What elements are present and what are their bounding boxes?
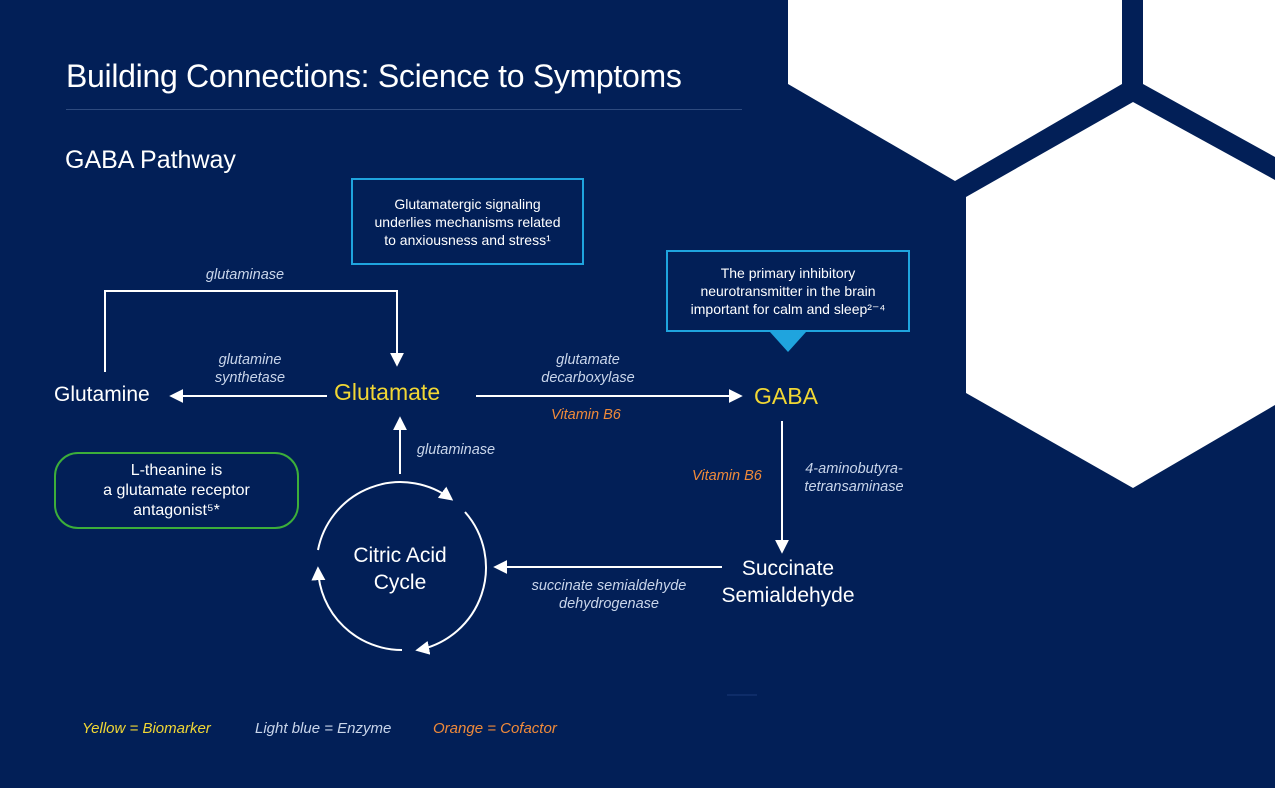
legend-enzyme: Light blue = Enzyme (255, 720, 392, 737)
enzyme-glutamate-decarboxylase: glutamate decarboxylase (541, 352, 635, 386)
page-title: Building Connections: Science to Symptom… (66, 58, 682, 94)
glutaminase-loop-arrow (104, 290, 404, 372)
node-citric-acid-cycle: Citric Acid Cycle (353, 544, 447, 594)
enzyme-glutaminase-bottom: glutaminase (416, 442, 496, 458)
node-glutamine: Glutamine (54, 383, 150, 406)
callout-glutamatergic-text: Glutamatergic signaling underlies mechan… (374, 195, 561, 248)
enzyme-gaba-transaminase: 4-aminobutyra- tetransaminase (804, 461, 904, 495)
title-divider (66, 109, 742, 110)
cofactor-vitamin-b6-decarboxylase: Vitamin B6 (551, 407, 621, 423)
callout-theanine: L-theanine is a glutamate receptor antag… (54, 452, 299, 529)
pathway-subtitle: GABA Pathway (65, 146, 236, 174)
callout-theanine-text: L-theanine is a glutamate receptor antag… (103, 461, 250, 519)
node-succinate-semialdehyde: Succinate Semialdehyde (721, 557, 855, 607)
cycle-arc-bottom (311, 566, 403, 651)
callout-gaba-inhibitory: The primary inhibitory neurotransmitter … (666, 250, 910, 332)
node-gaba: GABA (754, 383, 818, 409)
callout-gaba-inhibitory-text: The primary inhibitory neurotransmitter … (690, 265, 886, 317)
enzyme-glutaminase-top: glutaminase (205, 267, 285, 283)
callout-pointer (770, 332, 806, 352)
cycle-arc-top (317, 481, 454, 551)
callout-glutamatergic: Glutamatergic signaling underlies mechan… (351, 178, 584, 265)
legend-cofactor: Orange = Cofactor (433, 720, 557, 737)
node-glutamate: Glutamate (334, 379, 441, 405)
cycle-arc-right (415, 511, 487, 655)
legend-biomarker: Yellow = Biomarker (82, 720, 211, 737)
enzyme-glutamine-synthetase: glutamine synthetase (214, 352, 286, 386)
cofactor-vitamin-b6-transaminase: Vitamin B6 (692, 468, 762, 484)
enzyme-ssa-dehydrogenase: succinate semialdehyde dehydrogenase (531, 578, 687, 612)
